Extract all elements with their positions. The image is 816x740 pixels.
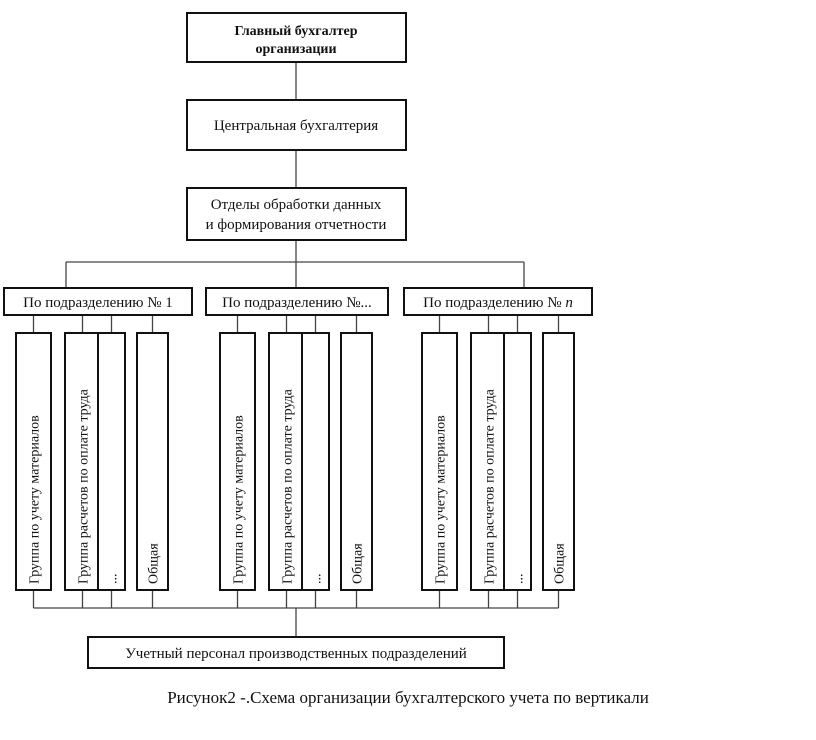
production-staff-box: Учетный персонал производственных подраз… [87, 636, 505, 669]
group-label-payroll: Группа расчетов по оплате труда [281, 388, 296, 584]
division-label-3-text: По подразделению № [423, 295, 565, 311]
group-box-frame [97, 332, 126, 591]
division-label-3: По подразделению № n [423, 295, 573, 311]
division-box-1: По подразделению № 1 [3, 287, 193, 316]
group-box-other-2: ... [301, 332, 330, 591]
division-label-2: По подразделению №... [222, 295, 372, 311]
group-box-other-3: ... [503, 332, 532, 591]
group-box-general-3: Общая [542, 332, 575, 591]
group-box-payroll-3: Группа расчетов по оплате труда [470, 332, 507, 591]
group-label-other: ... [106, 574, 121, 585]
group-box-materials-1: Группа по учету материалов [15, 332, 52, 591]
group-box-frame [470, 332, 507, 591]
processing-line1: Отделы обработки данных [211, 197, 382, 213]
group-box-frame [15, 332, 52, 591]
group-box-frame [340, 332, 373, 591]
group-label-materials: Группа по учету материалов [232, 415, 247, 584]
division-box-3: По подразделению № n [403, 287, 593, 316]
group-label-general: Общая [553, 543, 568, 584]
group-box-materials-2: Группа по учету материалов [219, 332, 256, 591]
group-label-general: Общая [147, 543, 162, 584]
processing-departments-box: Отделы обработки данных и формирования о… [186, 187, 407, 241]
division-label-1: По подразделению № 1 [23, 295, 173, 311]
processing-line2: и формирования отчетности [206, 217, 387, 233]
figure-caption: Рисунок2 -.Схема организации бухгалтерск… [167, 688, 649, 707]
group-box-general-2: Общая [340, 332, 373, 591]
group-box-other-1: ... [97, 332, 126, 591]
chief-accountant-line2: организации [255, 42, 336, 57]
group-label-materials: Группа по учету материалов [434, 415, 449, 584]
group-box-payroll-1: Группа расчетов по оплате труда [64, 332, 101, 591]
central-accounting-label: Центральная бухгалтерия [214, 118, 378, 134]
group-box-frame [136, 332, 169, 591]
production-staff-label: Учетный персонал производственных подраз… [125, 646, 467, 662]
group-box-frame [503, 332, 532, 591]
group-label-materials: Группа по учету материалов [28, 415, 43, 584]
group-box-materials-3: Группа по учету материалов [421, 332, 458, 591]
central-accounting-box: Центральная бухгалтерия [186, 99, 407, 151]
group-box-frame [421, 332, 458, 591]
group-label-general: Общая [351, 543, 366, 584]
group-box-payroll-2: Группа расчетов по оплате труда [268, 332, 305, 591]
group-box-general-1: Общая [136, 332, 169, 591]
group-box-frame [219, 332, 256, 591]
group-label-payroll: Группа расчетов по оплате труда [483, 388, 498, 584]
group-label-other: ... [310, 574, 325, 585]
group-box-frame [542, 332, 575, 591]
group-label-payroll: Группа расчетов по оплате труда [77, 388, 92, 584]
org-chart: Главный бухгалтер организации Центральна… [3, 12, 593, 669]
chief-accountant-line1: Главный бухгалтер [235, 24, 358, 39]
connector-lines [32, 62, 560, 637]
division-label-3-italic: n [565, 295, 573, 311]
group-box-frame [301, 332, 330, 591]
group-label-other: ... [512, 574, 527, 585]
division-box-2: По подразделению №... [205, 287, 389, 316]
chief-accountant-box: Главный бухгалтер организации [186, 12, 407, 63]
group-columns: Группа по учету материалов Группа расчето… [15, 332, 575, 591]
